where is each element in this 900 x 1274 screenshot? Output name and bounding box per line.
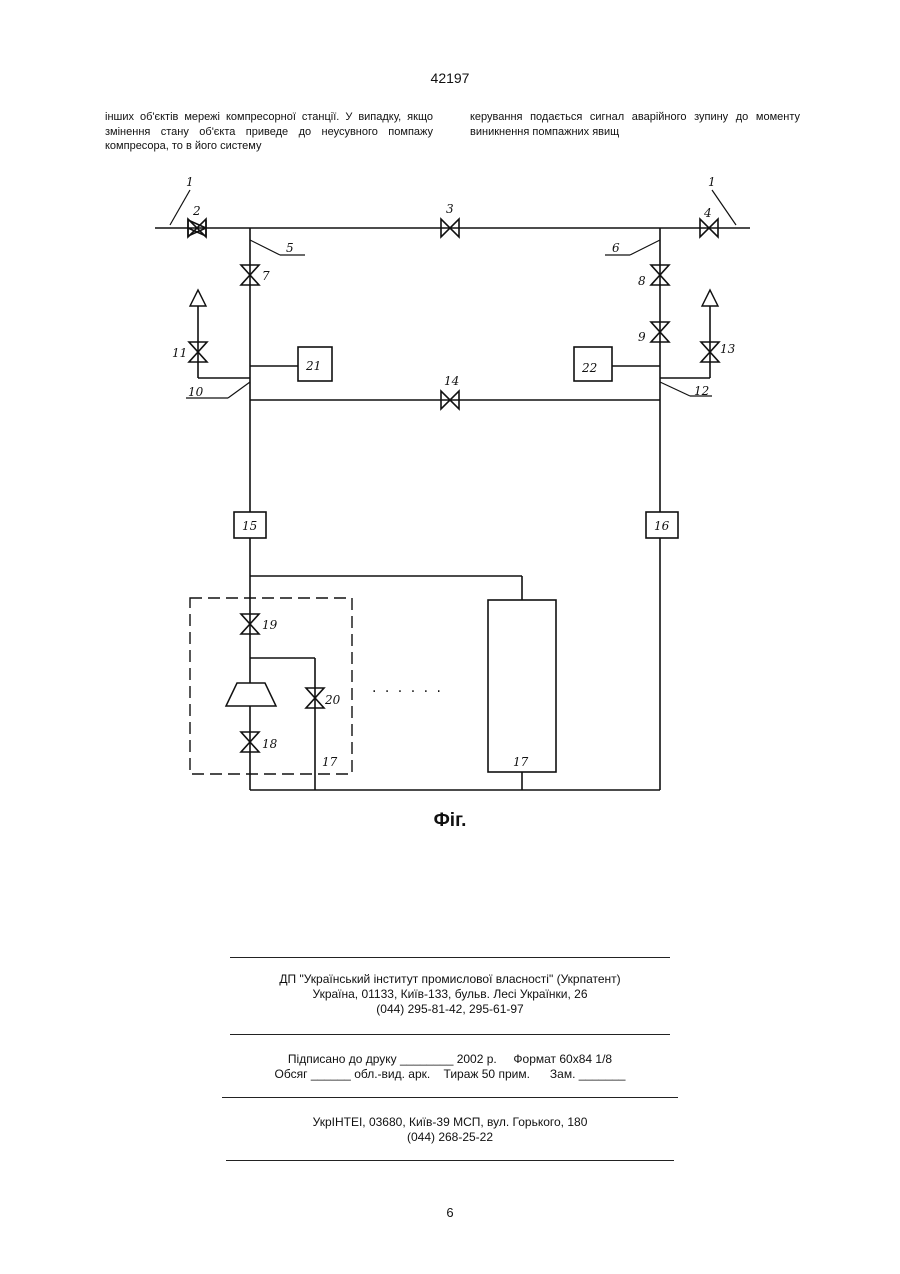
label-9: 9 — [638, 330, 646, 344]
label-17-tank: 17 — [513, 755, 529, 769]
label-12: 12 — [694, 384, 709, 398]
footer-line: (044) 268-25-22 — [0, 1130, 900, 1145]
label-7: 7 — [262, 269, 270, 283]
footer-publisher-block: ДП "Український інститут промислової вла… — [0, 972, 900, 1017]
label-4: 4 — [703, 206, 712, 220]
ellipsis-more-units: . . . . . . — [372, 680, 443, 696]
divider — [222, 1097, 678, 1098]
label-14: 14 — [444, 374, 459, 388]
footer-printer-block: УкрІНТЕІ, 03680, Київ-39 МСП, вул. Горьк… — [0, 1115, 900, 1145]
label-2: 2 — [192, 204, 201, 218]
footer-line: (044) 295-81-42, 295-61-97 — [0, 1002, 900, 1017]
label-6: 6 — [612, 241, 620, 255]
label-1-left: 1 — [186, 175, 194, 189]
label-5: 5 — [286, 241, 294, 255]
label-18: 18 — [262, 737, 278, 751]
label-21: 21 — [305, 359, 321, 373]
footer-line: ДП "Український інститут промислової вла… — [0, 972, 900, 987]
label-16: 16 — [654, 519, 670, 533]
label-3: 3 — [446, 202, 454, 216]
footer-line: Підписано до друку ________ 2002 р. Форм… — [0, 1052, 900, 1067]
label-15: 15 — [242, 519, 257, 533]
label-17-unit: 17 — [322, 755, 338, 769]
label-11: 11 — [172, 346, 187, 360]
figure-caption: Фіг. — [0, 810, 900, 832]
divider — [226, 1160, 674, 1161]
label-19: 19 — [262, 618, 278, 632]
label-20: 20 — [324, 693, 341, 707]
divider — [230, 1034, 670, 1035]
label-22: 22 — [581, 361, 597, 375]
label-8: 8 — [638, 274, 646, 288]
footer-line: Україна, 01133, Київ-133, бульв. Лесі Ук… — [0, 987, 900, 1002]
label-13: 13 — [720, 342, 736, 356]
page-number: 6 — [0, 1205, 900, 1220]
divider — [230, 957, 670, 958]
label-10: 10 — [188, 385, 204, 399]
footer-line: УкрІНТЕІ, 03680, Київ-39 МСП, вул. Горьк… — [0, 1115, 900, 1130]
schematic-figure: 1 1 2 3 4 5 6 7 8 9 10 11 12 13 14 15 16… — [0, 0, 900, 860]
label-1-right: 1 — [708, 175, 716, 189]
footer-line: Обсяг ______ обл.-вид. арк. Тираж 50 при… — [0, 1067, 900, 1082]
footer-print-block: Підписано до друку ________ 2002 р. Форм… — [0, 1052, 900, 1082]
